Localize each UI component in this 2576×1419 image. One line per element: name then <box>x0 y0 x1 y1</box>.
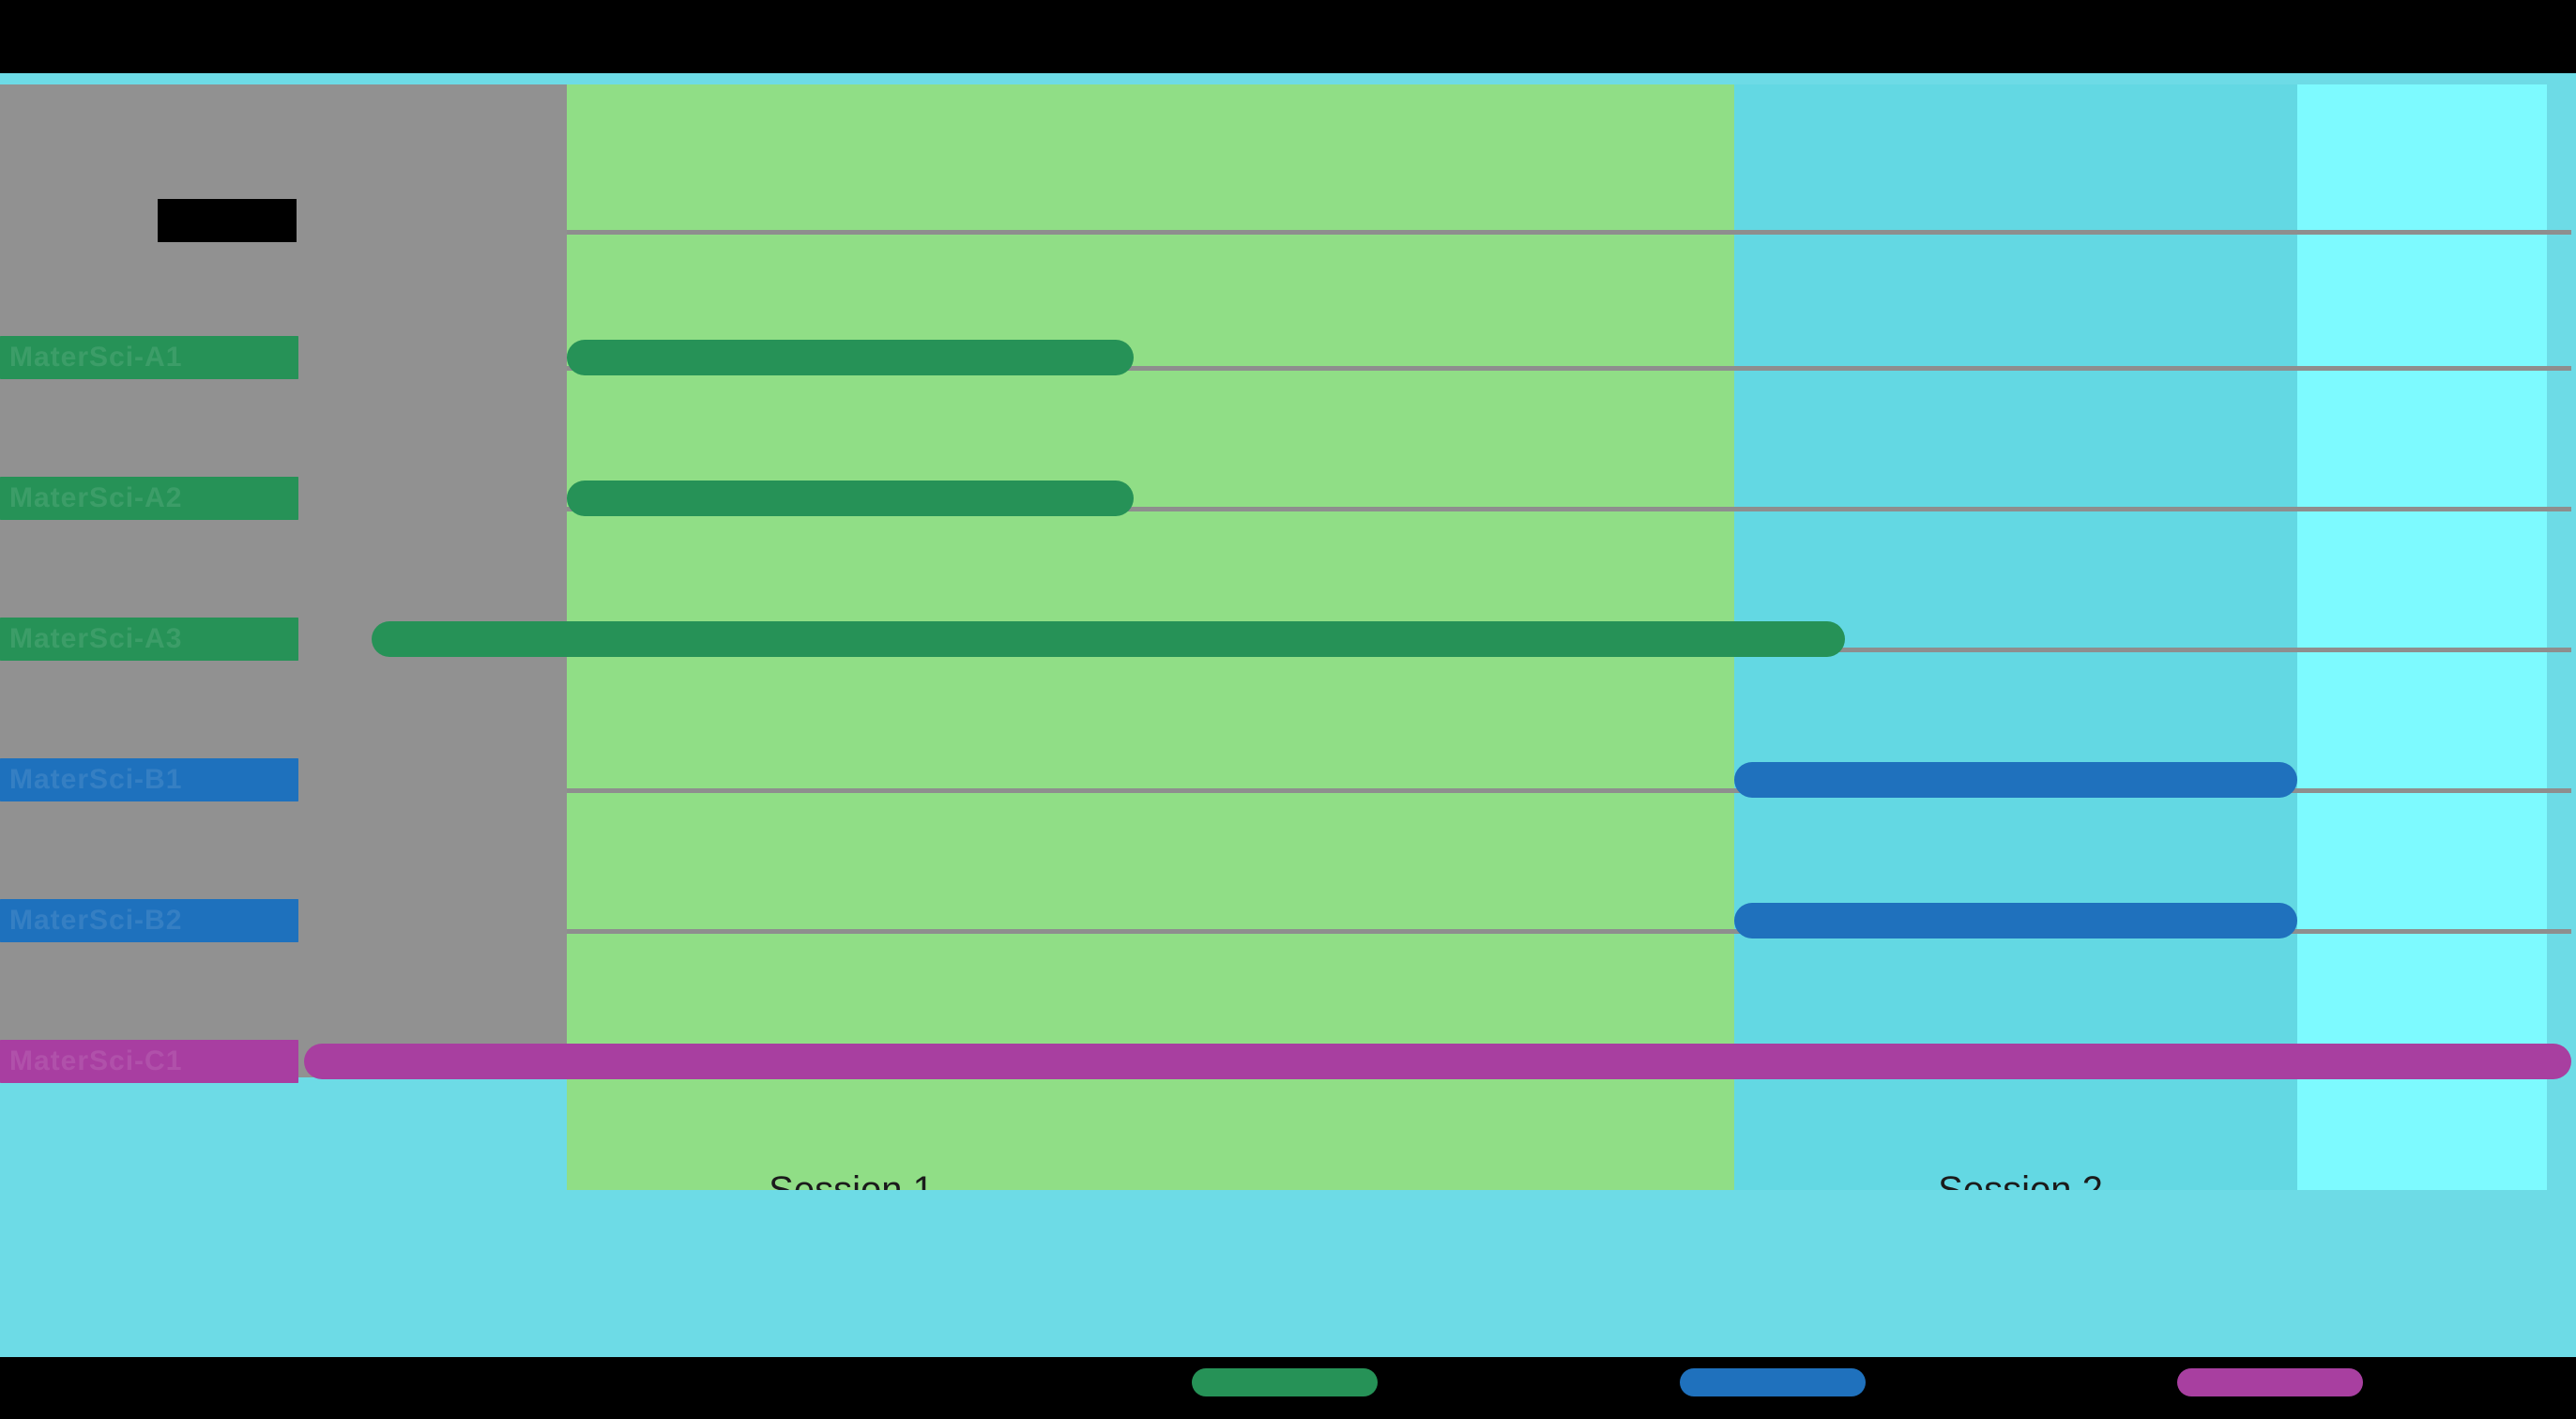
row-label-text: MaterSci-A2 <box>9 482 183 513</box>
gridline-1 <box>567 366 2571 371</box>
row-label-1: MaterSci-A2 <box>0 477 298 520</box>
task-bar[interactable] <box>372 621 1845 657</box>
task-bar[interactable] <box>567 340 1134 375</box>
gridline-5 <box>567 929 2571 934</box>
task-bar[interactable] <box>1734 762 2297 798</box>
row-label-text: MaterSci-A1 <box>9 342 183 373</box>
row-label-0: MaterSci-A1 <box>0 336 298 379</box>
footer-band <box>0 1190 2576 1357</box>
row-label-text: MaterSci-C1 <box>9 1045 183 1076</box>
row-label-text: MaterSci-B1 <box>9 764 183 795</box>
task-bar[interactable] <box>1734 903 2297 938</box>
chart-title-redaction <box>158 199 297 242</box>
session-zone-3 <box>2297 84 2547 1192</box>
row-label-text: MaterSci-A3 <box>9 623 183 654</box>
gridline-0 <box>567 230 2571 235</box>
gridline-2 <box>567 507 2571 511</box>
top-black-band <box>0 0 2576 73</box>
label-gutter-right <box>300 84 567 1077</box>
row-label-text: MaterSci-B2 <box>9 905 183 936</box>
legend-item-1[interactable] <box>1680 1368 1866 1396</box>
legend-item-2[interactable] <box>2177 1368 2363 1396</box>
task-bar[interactable] <box>304 1044 2571 1079</box>
row-label-5: MaterSci-C1 <box>0 1040 298 1083</box>
gridline-4 <box>567 788 2571 793</box>
row-label-4: MaterSci-B2 <box>0 899 298 942</box>
row-label-3: MaterSci-B1 <box>0 758 298 801</box>
task-bar[interactable] <box>567 481 1134 516</box>
legend-item-0[interactable] <box>1192 1368 1378 1396</box>
row-label-2: MaterSci-A3 <box>0 618 298 661</box>
